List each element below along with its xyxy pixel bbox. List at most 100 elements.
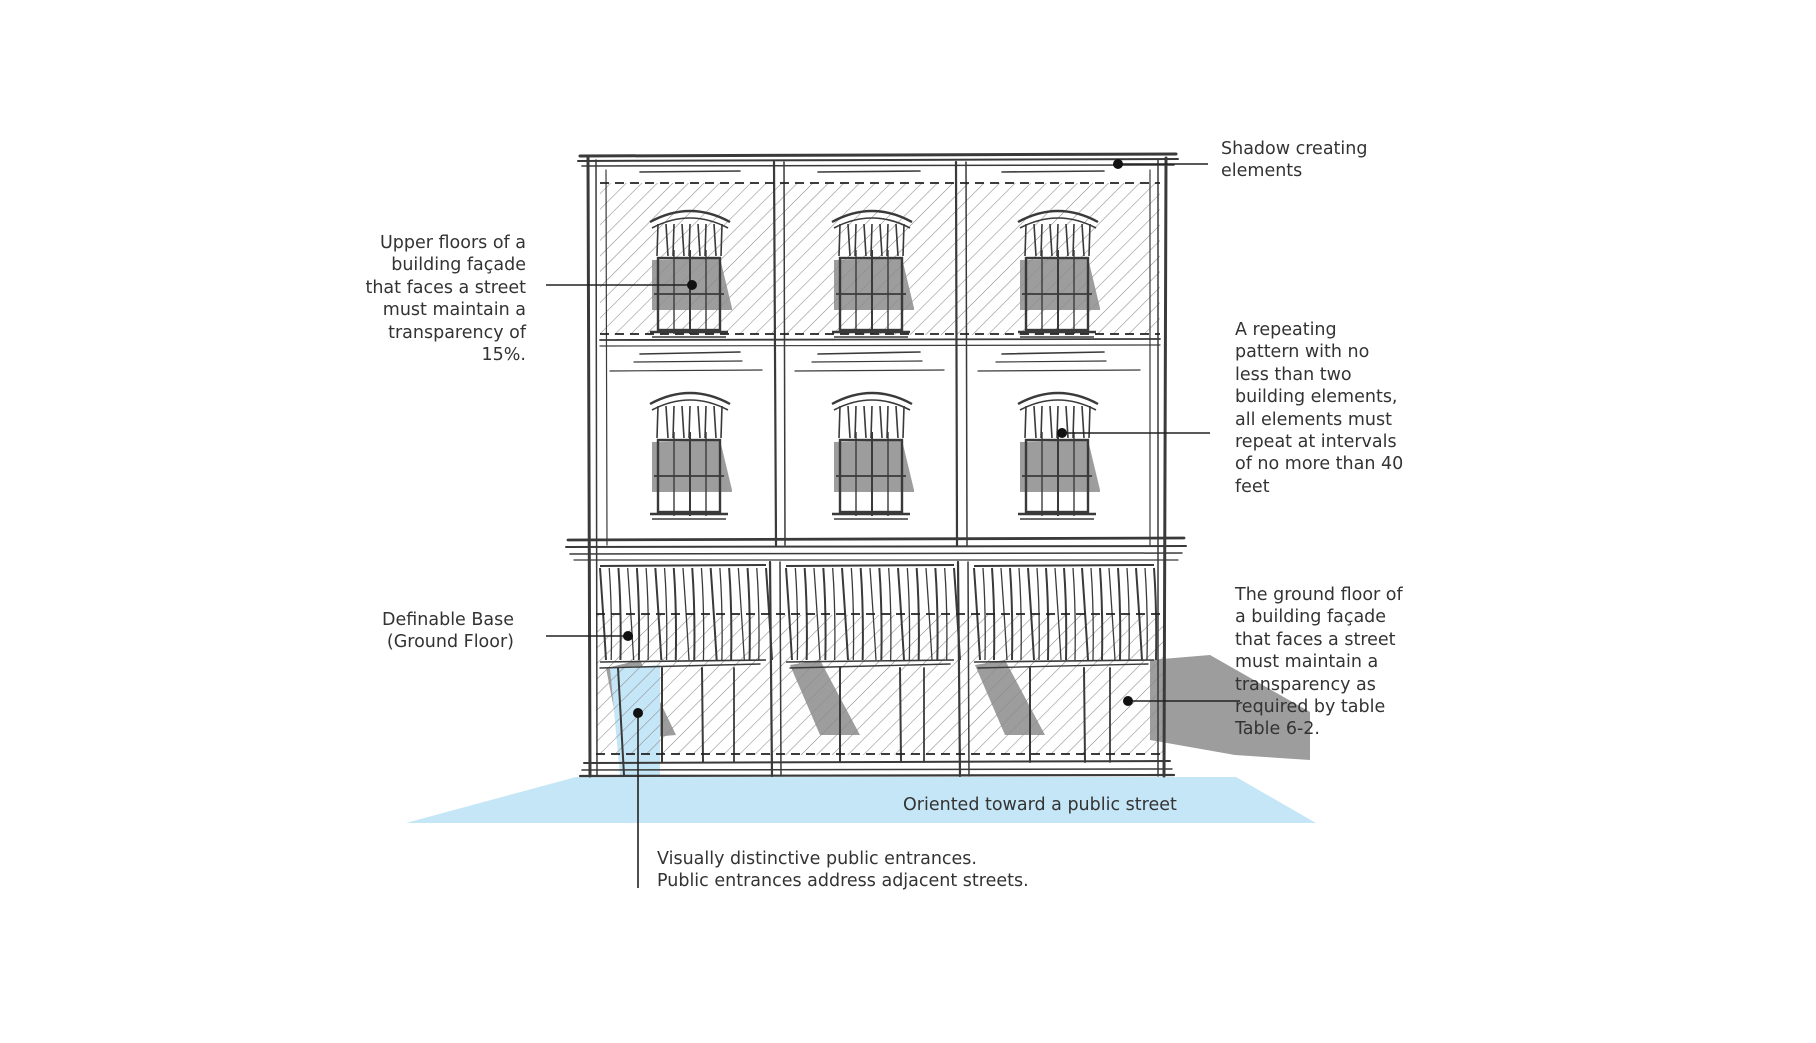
awning-group (599, 564, 1158, 663)
awning-pleat (627, 567, 635, 661)
window-drape-stroke (1072, 223, 1075, 257)
awning-pleat (709, 567, 718, 661)
awning-pleat (599, 567, 607, 661)
window-drape-stroke (1049, 405, 1053, 439)
window-drape-stroke (720, 405, 723, 439)
awning-pleat (915, 567, 920, 661)
awning-top (973, 564, 1155, 567)
awning-pleat (654, 567, 663, 661)
window-drape-stroke (1049, 223, 1053, 257)
window-hood-inner (833, 399, 911, 411)
label-line: Definable Base (382, 610, 514, 630)
awning-pleat (982, 567, 986, 661)
awning-pleat (1135, 567, 1143, 661)
awning-pleat (897, 567, 905, 661)
awning-pleat (765, 567, 773, 661)
window-hood (649, 209, 731, 224)
awning-pleat (803, 567, 808, 661)
awning-pleat (1108, 567, 1116, 661)
window-drape-stroke (665, 223, 669, 257)
awning-pleat (1063, 567, 1068, 661)
window-hood (649, 391, 731, 406)
window-drape-stroke (854, 223, 857, 257)
awning-pleat (1009, 567, 1014, 661)
label-line: A repeating (1235, 320, 1337, 340)
awning-pleat (869, 567, 877, 661)
label-line: building elements, (1235, 387, 1398, 408)
label-line: that faces a street (1235, 629, 1396, 650)
awning-bottom (599, 659, 767, 663)
window-drape-stroke (656, 405, 659, 439)
building-structure (565, 152, 1187, 778)
awning-pleat (663, 567, 668, 661)
awning-pleat (1144, 567, 1148, 661)
shadow-leader-dot (1113, 159, 1123, 169)
awning-pleat (859, 567, 864, 661)
window (831, 209, 914, 338)
label-line: must maintain a (1235, 652, 1379, 673)
window-drape-stroke (895, 223, 899, 257)
base-leader-dot (623, 631, 633, 641)
window-hood-inner (651, 399, 729, 411)
awning-pleat (728, 567, 733, 661)
window-drape-stroke (713, 223, 717, 257)
repeating-leader-dot (1057, 428, 1067, 438)
awning-pleat (1081, 567, 1089, 661)
awning-bottom (785, 659, 955, 663)
window (1017, 209, 1100, 338)
awning-pleat (682, 567, 690, 661)
window-drape-stroke (697, 223, 701, 257)
window-drape-stroke (886, 223, 889, 257)
label-line: Visually distinctive public entrances. (657, 849, 977, 869)
window-drape-stroke (902, 405, 905, 439)
label-line: Upper floors of a (379, 233, 526, 253)
window-drape-stroke (656, 223, 659, 257)
label-line: elements (1221, 161, 1303, 182)
awning-pleat (1153, 567, 1158, 661)
window-drape-stroke (681, 405, 685, 439)
window-drape-stroke (847, 223, 851, 257)
window (1017, 391, 1100, 520)
window-hood-inner (651, 217, 729, 229)
awning-pleat (953, 567, 961, 661)
window-group (649, 209, 1100, 520)
awning-pleat (645, 567, 650, 661)
awning-pleat (973, 567, 981, 661)
window-shadow (652, 440, 732, 492)
awning-pleat (991, 567, 996, 661)
storefront-awning (599, 564, 773, 663)
awning-pleat (1072, 567, 1076, 661)
awning-pleat (737, 567, 745, 661)
awning-pleat (1054, 567, 1062, 661)
window-drape-stroke (838, 223, 841, 257)
awning-pleat (878, 567, 883, 661)
awning-pleat (813, 567, 821, 661)
window (831, 391, 914, 520)
awning-pleat (635, 567, 641, 661)
window-drape-stroke (895, 405, 899, 439)
awning-top (785, 564, 955, 567)
window-drape-stroke (672, 223, 675, 257)
window-drape-stroke (847, 405, 851, 439)
awning-pleat (1027, 567, 1035, 661)
label-line: (Ground Floor) (386, 632, 514, 653)
awning-pleat (906, 567, 911, 661)
label-line: of no more than 40 (1235, 454, 1404, 475)
definable-base-label: Definable Base(Ground Floor) (382, 609, 514, 654)
storefront-awning (785, 564, 961, 663)
label-line: The ground floor of (1235, 585, 1403, 605)
label-line: must maintain a (382, 300, 526, 321)
window-drape-stroke (665, 405, 669, 439)
awning-top (599, 564, 767, 567)
awning-pleat (934, 567, 939, 661)
awning-pleat (925, 567, 933, 661)
window-drape-stroke (1033, 405, 1037, 439)
label-line: a building façade (1235, 607, 1387, 628)
window-drape-stroke (704, 223, 707, 257)
window-drape-stroke (1040, 405, 1043, 439)
ground-floor-leader-dot (1123, 696, 1133, 706)
